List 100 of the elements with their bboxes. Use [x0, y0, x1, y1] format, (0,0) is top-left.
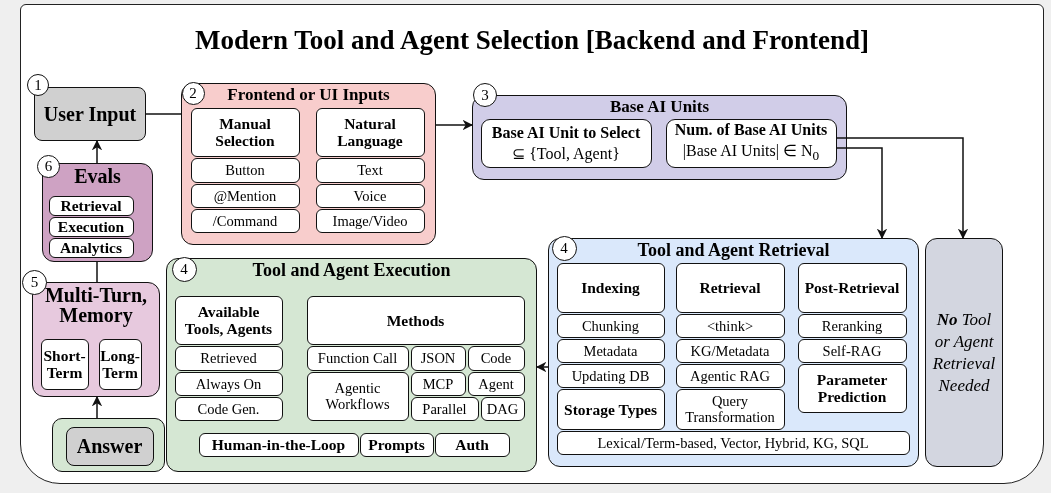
cell-text: /Command [212, 212, 278, 229]
cell-text: @Mention [213, 187, 277, 204]
arrow [91, 139, 103, 164]
item-cell [480, 396, 525, 421]
arrow [91, 395, 103, 419]
panel-heading: Evals [74, 166, 121, 186]
process-box [65, 426, 154, 466]
item-cell [410, 371, 466, 396]
cell-text: Function Call [317, 350, 398, 366]
category-cell [40, 338, 89, 390]
box [52, 418, 165, 472]
item-cell [410, 345, 466, 371]
step-number-text: 4 [560, 239, 568, 257]
definition-cell [480, 118, 652, 168]
item-cell [315, 157, 425, 183]
group-panel [181, 83, 436, 245]
category-cell [359, 432, 434, 457]
cell-text: Metadata [583, 342, 638, 359]
group-panel [166, 258, 537, 472]
category-cell [797, 363, 907, 413]
cell-text: Button [225, 162, 265, 178]
panel-heading: Frontend or UI Inputs [227, 86, 390, 103]
cell-heading: Short-Term [43, 347, 86, 381]
cell-heading: Available Tools, Agents [183, 303, 274, 337]
step-number-text: 4 [180, 260, 188, 278]
formula-text: |Base AI Units| ∈ N$_{0}$ [682, 141, 820, 166]
cell-heading: Parameter Prediction [815, 371, 889, 405]
cell-text: MCP [422, 375, 454, 392]
cell-heading: Retrieval [699, 279, 761, 296]
cell-text: Reranking [821, 317, 883, 334]
outcome-box [925, 238, 1003, 467]
arrow [435, 119, 474, 131]
cell-text: Code [480, 350, 512, 366]
cell-heading: Prompts [368, 436, 425, 453]
step-number [171, 256, 197, 282]
item-cell [556, 363, 665, 388]
cell-heading: Num. of Base AI Units [674, 120, 828, 141]
item-cell [675, 388, 785, 430]
category-cell [48, 237, 134, 258]
category-cell [48, 195, 134, 216]
cell-text: Voice [353, 187, 387, 204]
item-cell [174, 345, 283, 371]
cell-text: KG/Metadata [690, 342, 770, 359]
cell-heading: Natural Language [336, 115, 404, 149]
panel-heading: Tool and Agent Execution [252, 261, 451, 279]
cell-text: Agentic RAG [689, 367, 771, 384]
item-cell [556, 313, 665, 338]
step-number-text: 3 [481, 86, 489, 104]
step-number-text: 2 [189, 84, 197, 102]
category-cell [556, 262, 665, 313]
cell-text: Lexical/Term-based, Vector, Hybrid, KG, SQL [597, 434, 869, 451]
cell-text: Updating DB [571, 367, 650, 384]
category-cell [190, 107, 300, 157]
connector-line [96, 261, 98, 283]
item-cell [797, 338, 907, 363]
diagram-title: Modern Tool and Agent Selection [Backend and Frontend] [194, 24, 870, 56]
cell-text: Agent [478, 375, 514, 392]
category-cell [198, 432, 359, 457]
item-cell [467, 371, 525, 396]
item-cell [797, 313, 907, 338]
cell-text: Text [357, 162, 383, 178]
cell-heading: Post-Retrieval [804, 279, 900, 296]
item-cell [556, 430, 910, 455]
box-label: No Tool or Agent Retrieval Needed [932, 308, 996, 397]
category-cell [98, 338, 142, 390]
category-cell [315, 107, 425, 157]
panel-heading: Multi-Turn, Memory [43, 285, 149, 325]
cell-heading: Storage Types [564, 400, 657, 418]
cell-heading: Manual Selection [214, 115, 276, 149]
category-cell [675, 262, 785, 313]
cell-heading: Analytics [60, 239, 122, 256]
cell-text: Image/Video [332, 212, 408, 229]
cell-heading: Execution [57, 218, 125, 235]
group-panel [548, 238, 919, 467]
cell-text: Parallel [422, 400, 467, 417]
item-cell [306, 345, 409, 371]
item-cell [315, 183, 425, 208]
box-label: User Input [43, 102, 137, 126]
cell-heading: Auth [455, 436, 489, 453]
arrow [836, 147, 888, 240]
arrow [836, 137, 969, 240]
panel-heading: Base AI Units [609, 98, 710, 115]
cell-heading: Retrieval [60, 197, 122, 214]
cell-text: Chunking [581, 317, 640, 334]
category-cell [48, 216, 134, 237]
cell-text: Agentic Workflows [324, 380, 391, 412]
panel-heading: Tool and Agent Retrieval [637, 241, 830, 259]
item-cell [675, 363, 785, 388]
item-cell [306, 371, 409, 421]
category-cell [174, 295, 283, 345]
cell-heading: Human-in-the-Loop [211, 436, 346, 453]
formula-text: ⊆ {Tool, Agent} [512, 144, 620, 164]
step-number-text: 6 [44, 158, 53, 175]
item-cell [190, 157, 300, 183]
item-cell [190, 208, 300, 233]
cell-text: Always On [195, 375, 262, 392]
cell-heading: Methods [386, 311, 445, 329]
item-cell [675, 313, 785, 338]
cell-text: <think> [706, 317, 754, 334]
cell-text: Self-RAG [822, 342, 882, 359]
